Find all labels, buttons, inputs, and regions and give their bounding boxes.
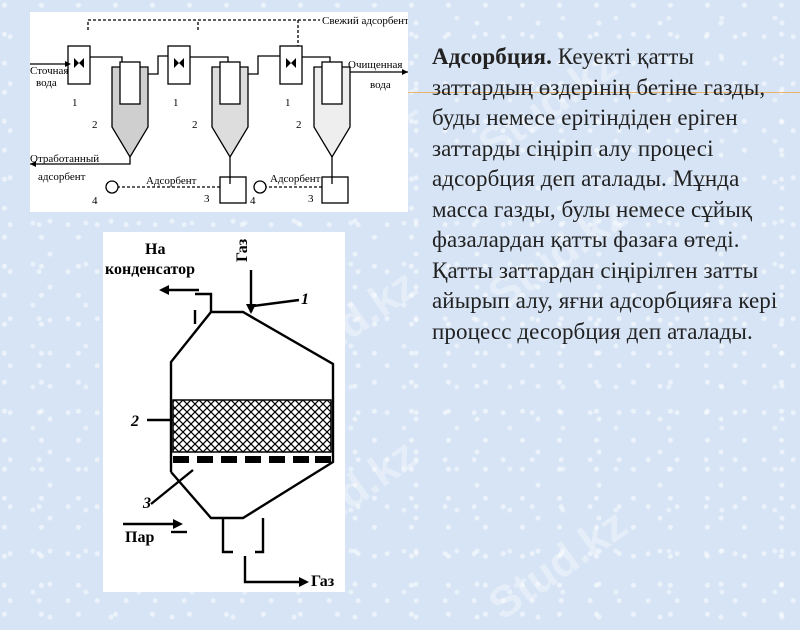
label-2: 2	[192, 119, 198, 131]
gas-inlet-label: Газ	[234, 238, 251, 262]
label-3: 3	[204, 193, 210, 205]
flow-diagram-svg: Свежий адсорбент Сточная вода Очищенная …	[30, 15, 409, 207]
waste-water-label: Сточная	[30, 65, 68, 77]
waste-water-label: вода	[36, 77, 57, 89]
adsorbent-label: Адсорбент	[270, 173, 321, 185]
label-1: 1	[301, 291, 309, 308]
label-4: 4	[92, 195, 98, 207]
accent-line	[408, 92, 800, 93]
to-condenser-label: конденсатор	[105, 261, 195, 278]
label-2: 2	[296, 119, 302, 131]
label-1: 1	[173, 97, 179, 109]
valve-icon	[74, 58, 296, 68]
label-1: 1	[72, 97, 78, 109]
arrow-down-icon	[246, 304, 256, 314]
adsorber-svg: На конденсатор Газ Пар Газ 1 2 3	[105, 238, 335, 590]
adsorber-diagram: На конденсатор Газ Пар Газ 1 2 3	[103, 232, 345, 592]
arrow-right-icon	[299, 577, 309, 587]
fresh-adsorbent-label: Свежий адсорбент	[322, 15, 408, 27]
label-1: 1	[285, 97, 291, 109]
spent-adsorbent-label: адсорбент	[38, 171, 86, 183]
label-2: 2	[92, 119, 98, 131]
label-3: 3	[308, 193, 314, 205]
treated-water-label: Очищенная	[348, 59, 402, 71]
term-title: Адсорбция.	[432, 44, 552, 69]
label-3: 3	[142, 495, 151, 512]
label-4: 4	[250, 195, 256, 207]
definition-text: Адсорбция. Кеуекті қатты заттардың өздер…	[432, 42, 782, 347]
to-condenser-label: На	[145, 241, 165, 258]
arrow-left-icon	[159, 285, 169, 295]
arrow-right-icon	[173, 519, 183, 529]
label-2: 2	[130, 413, 139, 430]
watermark: Stud.kz	[479, 499, 637, 630]
spent-adsorbent-label: Отработанный	[30, 153, 99, 165]
treated-water-label: вода	[370, 79, 391, 91]
gas-outlet-label: Газ	[311, 573, 335, 590]
steam-label: Пар	[125, 529, 154, 546]
adsorption-flow-diagram: Свежий адсорбент Сточная вода Очищенная …	[30, 12, 409, 212]
adsorbent-label: Адсорбент	[146, 175, 197, 187]
definition-body: Кеуекті қатты заттардың өздерінің бетіне…	[432, 44, 778, 344]
